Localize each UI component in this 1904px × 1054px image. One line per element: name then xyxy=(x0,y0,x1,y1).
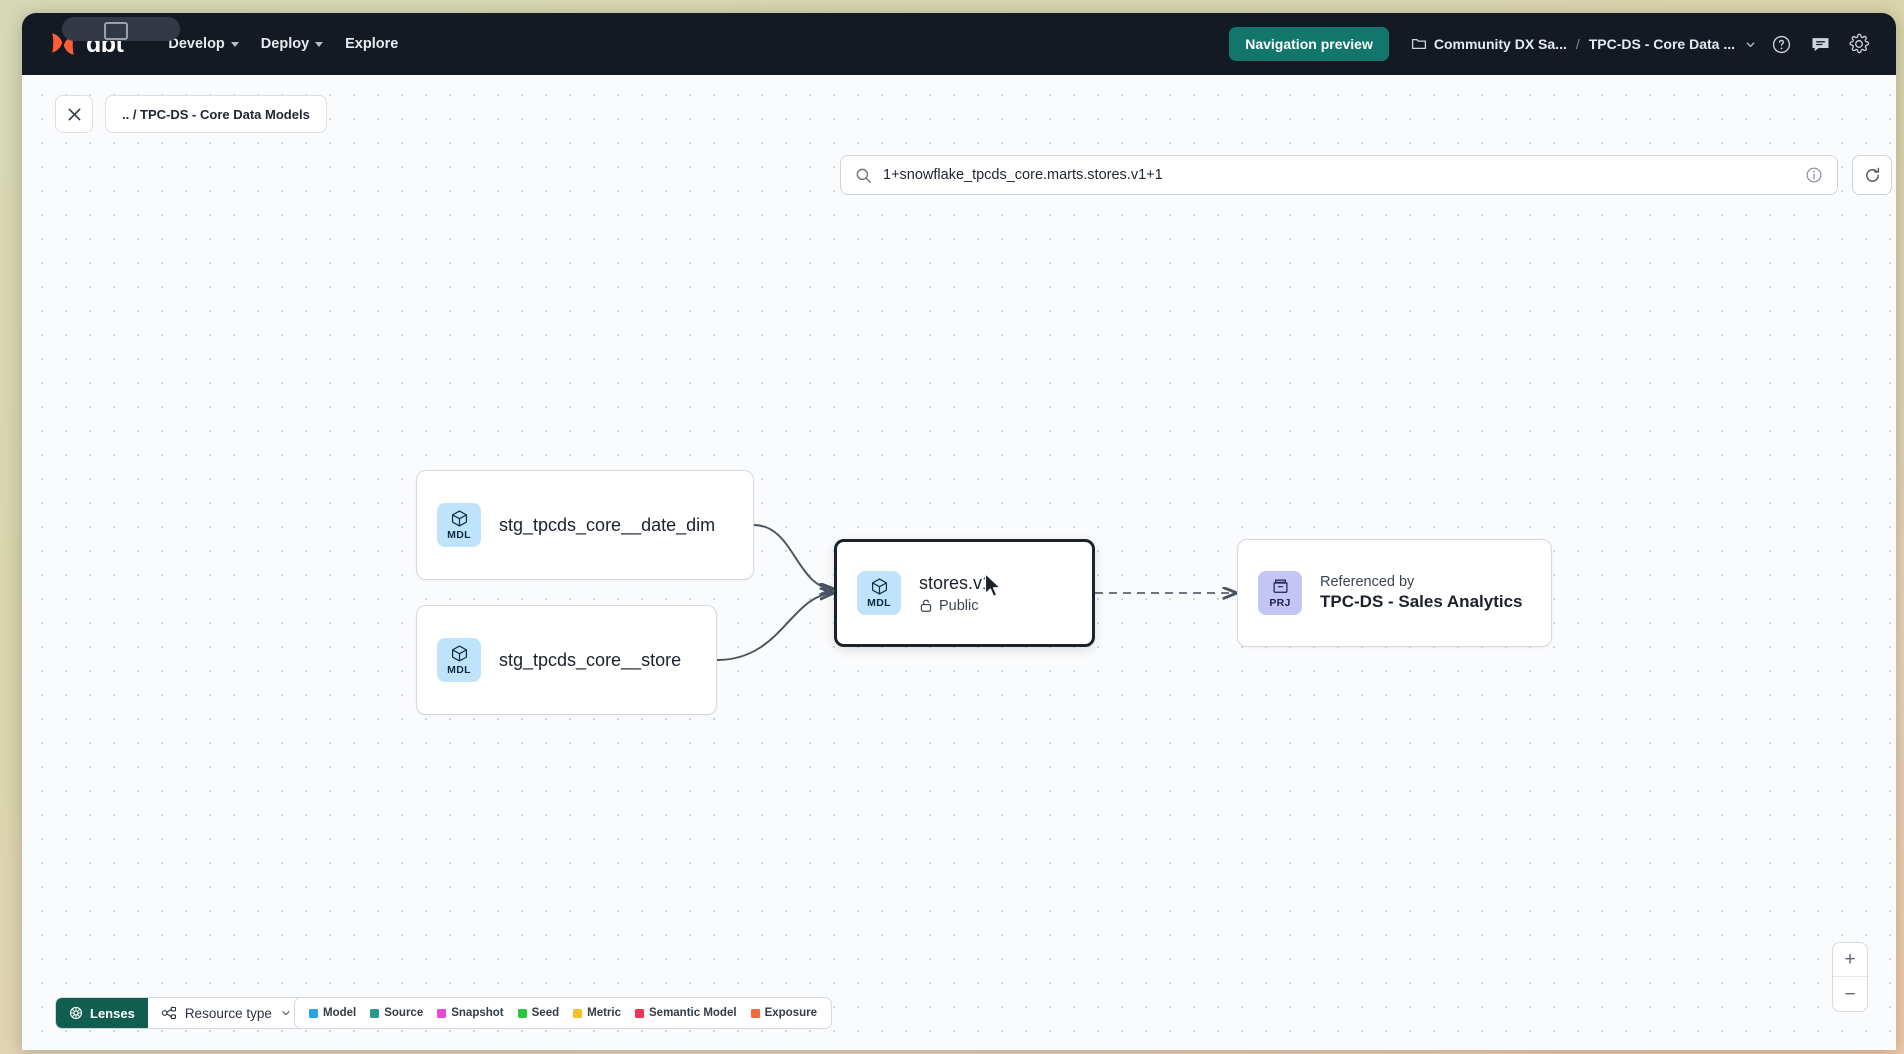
info-circle-icon[interactable] xyxy=(1805,166,1823,184)
close-icon xyxy=(68,108,80,120)
cube-icon xyxy=(451,510,467,527)
node-text-stack: Referenced by TPC-DS - Sales Analytics xyxy=(1320,574,1523,612)
gear-icon[interactable] xyxy=(1844,29,1874,59)
nav-item-develop-label: Develop xyxy=(168,36,225,52)
legend-item-semantic-model: Semantic Model xyxy=(635,1007,737,1019)
cube-icon xyxy=(871,578,887,595)
folder-icon xyxy=(1411,38,1426,50)
project-stack-icon xyxy=(1273,579,1287,593)
legend-label: Exposure xyxy=(764,1007,817,1019)
resource-type-button-label: Resource type xyxy=(184,1005,272,1021)
nav-item-develop[interactable]: Develop xyxy=(157,28,249,60)
legend-label: Metric xyxy=(587,1007,621,1019)
nav-item-explore[interactable]: Explore xyxy=(334,28,409,60)
cube-icon xyxy=(451,645,467,662)
lineage-node-project[interactable]: PRJ Referenced by TPC-DS - Sales Analyti… xyxy=(1237,539,1552,647)
node-badge-label: MDL xyxy=(447,529,471,541)
resource-type-legend: Model Source Snapshot Seed Metric xyxy=(294,997,832,1029)
nav-item-explore-label: Explore xyxy=(345,36,399,52)
unlock-icon xyxy=(920,599,932,612)
search-icon xyxy=(856,168,871,183)
edge-date-dim-to-stores xyxy=(753,524,834,589)
lineage-node-selected[interactable]: MDL stores.v1 Public xyxy=(834,539,1095,647)
node-badge-mdl: MDL xyxy=(857,571,901,615)
resource-type-button[interactable]: Resource type xyxy=(147,998,305,1028)
navigation-preview-button[interactable]: Navigation preview xyxy=(1229,27,1389,61)
lenses-button[interactable]: Lenses xyxy=(56,998,148,1028)
edge-store-to-stores xyxy=(716,593,834,661)
zoom-out-button[interactable]: − xyxy=(1844,983,1856,1005)
search-input[interactable] xyxy=(883,167,1794,183)
legend-swatch xyxy=(517,1008,527,1018)
node-title: TPC-DS - Sales Analytics xyxy=(1320,592,1523,611)
legend-swatch xyxy=(635,1008,644,1018)
node-graph-icon xyxy=(161,1006,176,1019)
legend-swatch xyxy=(750,1008,760,1018)
legend-label: Model xyxy=(323,1007,357,1019)
breadcrumb: Community DX Sa... / TPC-DS - Core Data … xyxy=(1411,36,1757,52)
chevron-down-icon xyxy=(282,1011,290,1016)
browser-window: dbt Develop Deploy Explore Navigation pr… xyxy=(22,13,1896,1050)
legend-label: Semantic Model xyxy=(649,1007,737,1019)
feedback-icon[interactable] xyxy=(1805,29,1835,59)
node-text-stack: stg_tpcds_core__date_dim xyxy=(499,515,715,536)
chevron-down-icon xyxy=(315,41,324,47)
node-kicker: Referenced by xyxy=(1320,574,1415,590)
zoom-controls: + − xyxy=(1832,942,1868,1012)
refresh-icon xyxy=(1865,167,1879,182)
browser-tab-nub[interactable] xyxy=(62,17,180,41)
node-badge-mdl: MDL xyxy=(437,638,481,682)
close-lineage-button[interactable] xyxy=(55,95,93,133)
lineage-search-bar[interactable] xyxy=(840,155,1838,195)
node-badge-label: MDL xyxy=(867,597,891,609)
node-badge-mdl: MDL xyxy=(437,503,481,547)
breadcrumb-account-label: Community DX Sa... xyxy=(1433,36,1567,52)
legend-swatch xyxy=(573,1008,583,1018)
legend-item-source: Source xyxy=(370,1007,423,1019)
chevron-down-icon xyxy=(230,41,239,47)
legend-item-exposure: Exposure xyxy=(750,1007,817,1019)
lineage-node-model[interactable]: MDL stg_tpcds_core__store xyxy=(416,605,717,715)
node-title: stg_tpcds_core__date_dim xyxy=(499,514,716,535)
lenses-control-group: Lenses Resource type xyxy=(55,997,306,1029)
zoom-in-button[interactable]: + xyxy=(1833,943,1867,977)
refresh-button[interactable] xyxy=(1852,155,1892,195)
breadcrumb-account[interactable]: Community DX Sa... xyxy=(1411,36,1567,52)
node-access: Public xyxy=(919,598,992,614)
breadcrumb-chevron-icon[interactable] xyxy=(1744,38,1757,51)
help-circle-icon[interactable] xyxy=(1766,29,1796,59)
legend-item-model: Model xyxy=(309,1007,356,1019)
lineage-node-model[interactable]: MDL stg_tpcds_core__date_dim xyxy=(416,470,754,580)
legend-item-metric: Metric xyxy=(573,1007,621,1019)
top-navigation-bar: dbt Develop Deploy Explore Navigation pr… xyxy=(22,13,1896,75)
lineage-canvas[interactable]: .. / TPC-DS - Core Data Models xyxy=(22,75,1896,1050)
breadcrumb-separator: / xyxy=(1575,36,1580,52)
legend-label: Source xyxy=(384,1007,424,1019)
nav-item-deploy-label: Deploy xyxy=(260,36,310,52)
lenses-button-label: Lenses xyxy=(90,1005,135,1021)
legend-item-seed: Seed xyxy=(517,1007,560,1019)
node-title: stg_tpcds_core__store xyxy=(499,649,682,670)
legend-label: Seed xyxy=(531,1007,560,1019)
lens-icon xyxy=(69,1006,83,1020)
node-access-label: Public xyxy=(939,597,979,614)
breadcrumb-chip[interactable]: .. / TPC-DS - Core Data Models xyxy=(105,95,327,133)
legend-swatch xyxy=(370,1008,380,1018)
node-badge-label: MDL xyxy=(447,664,471,676)
node-text-stack: stores.v1 Public xyxy=(919,573,992,614)
node-badge-label: PRJ xyxy=(1269,597,1291,609)
nav-item-deploy[interactable]: Deploy xyxy=(250,28,334,60)
breadcrumb-project-label: TPC-DS - Core Data ... xyxy=(1588,36,1735,52)
legend-swatch xyxy=(437,1008,447,1018)
legend-swatch xyxy=(309,1008,318,1018)
node-badge-prj: PRJ xyxy=(1258,571,1302,615)
legend-label: Snapshot xyxy=(451,1007,504,1019)
legend-item-snapshot: Snapshot xyxy=(437,1007,504,1019)
node-text-stack: stg_tpcds_core__store xyxy=(499,650,681,671)
breadcrumb-project[interactable]: TPC-DS - Core Data ... xyxy=(1589,36,1735,52)
node-title: stores.v1 xyxy=(919,572,993,593)
